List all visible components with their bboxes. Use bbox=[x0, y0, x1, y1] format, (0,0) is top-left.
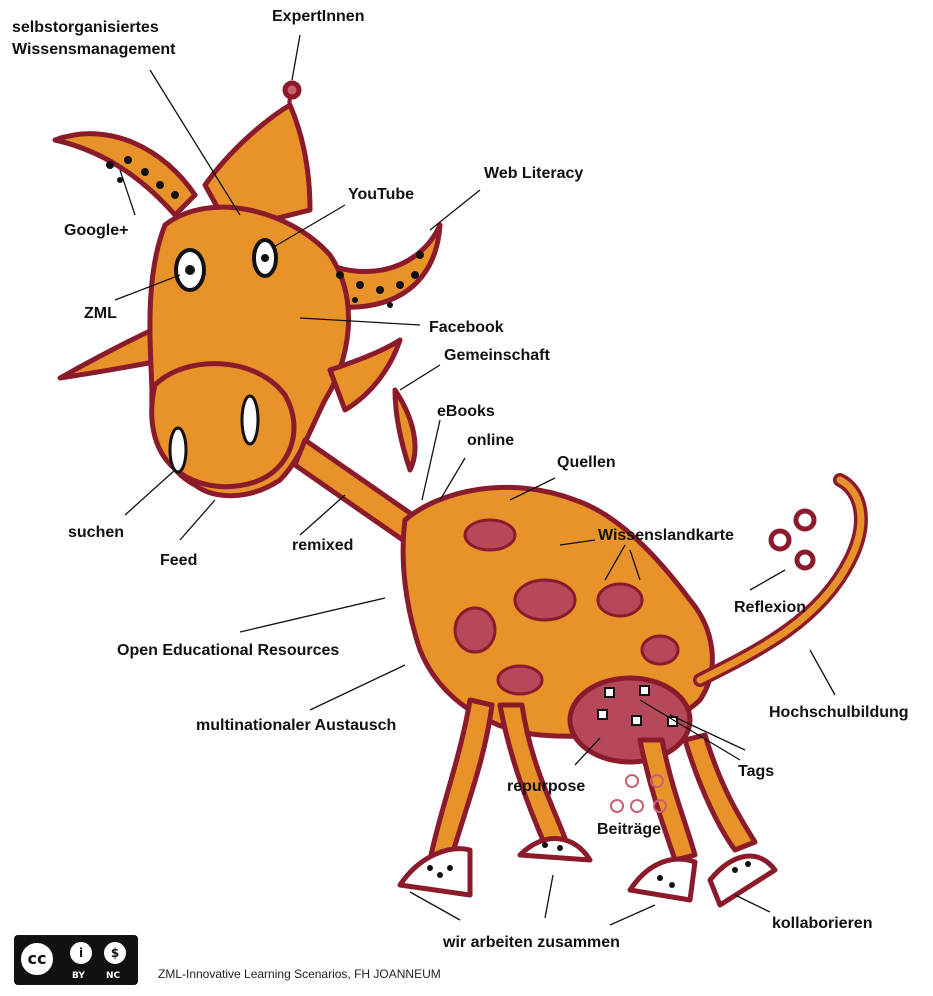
label-austausch: multinationaler Austausch bbox=[196, 716, 396, 735]
cc-license-badge[interactable]: cc i $ BY NC bbox=[14, 935, 138, 985]
label-tags: Tags bbox=[738, 762, 774, 781]
antenna-bulb bbox=[285, 83, 299, 97]
foot-2 bbox=[520, 839, 590, 860]
label-selbstorganisiert-1: selbstorganisiertes bbox=[12, 18, 159, 37]
neck bbox=[295, 440, 420, 545]
noncommercial-icon: $ bbox=[102, 940, 128, 966]
by-tag: BY bbox=[72, 971, 85, 981]
label-gemeinschaft: Gemeinschaft bbox=[444, 346, 550, 365]
leg-front-left bbox=[430, 700, 492, 862]
label-wissenslandkarte: Wissenslandkarte bbox=[598, 526, 734, 545]
label-youtube: YouTube bbox=[348, 185, 414, 204]
nc-tag: NC bbox=[106, 971, 120, 981]
label-hochschulbildung: Hochschulbildung bbox=[769, 703, 909, 722]
label-selbstorganisiert-2: Wissensmanagement bbox=[12, 40, 175, 59]
label-google-plus: Google+ bbox=[64, 221, 128, 240]
cc-icon: cc bbox=[18, 940, 56, 978]
label-quellen: Quellen bbox=[557, 453, 616, 472]
label-kollaborieren: kollaborieren bbox=[772, 914, 872, 933]
label-online: online bbox=[467, 431, 514, 450]
attribution-icon: i bbox=[68, 940, 94, 966]
label-web-literacy: Web Literacy bbox=[484, 164, 583, 183]
label-expertinnen: ExpertInnen bbox=[272, 7, 364, 26]
label-beitraege: Beiträge bbox=[597, 820, 661, 839]
label-feed: Feed bbox=[160, 551, 197, 570]
footer-credit: ZML-Innovative Learning Scenarios, FH JO… bbox=[158, 967, 441, 981]
label-reflexion: Reflexion bbox=[734, 598, 806, 617]
label-remixed: remixed bbox=[292, 536, 353, 555]
nostril-left bbox=[170, 428, 186, 472]
leg-back-left bbox=[640, 740, 695, 860]
label-oer: Open Educational Resources bbox=[117, 641, 339, 660]
label-wir-arbeiten: wir arbeiten zusammen bbox=[443, 933, 620, 952]
label-zml: ZML bbox=[84, 304, 117, 323]
nostril-right bbox=[242, 396, 258, 444]
dangle bbox=[395, 390, 415, 470]
label-suchen: suchen bbox=[68, 523, 124, 542]
label-facebook: Facebook bbox=[429, 318, 504, 337]
foot-4 bbox=[710, 856, 775, 905]
left-horn bbox=[55, 134, 195, 215]
leg-back-right bbox=[685, 735, 755, 850]
label-repurpose: repurpose bbox=[507, 777, 585, 796]
foot-1 bbox=[400, 849, 470, 895]
label-ebooks: eBooks bbox=[437, 402, 495, 421]
